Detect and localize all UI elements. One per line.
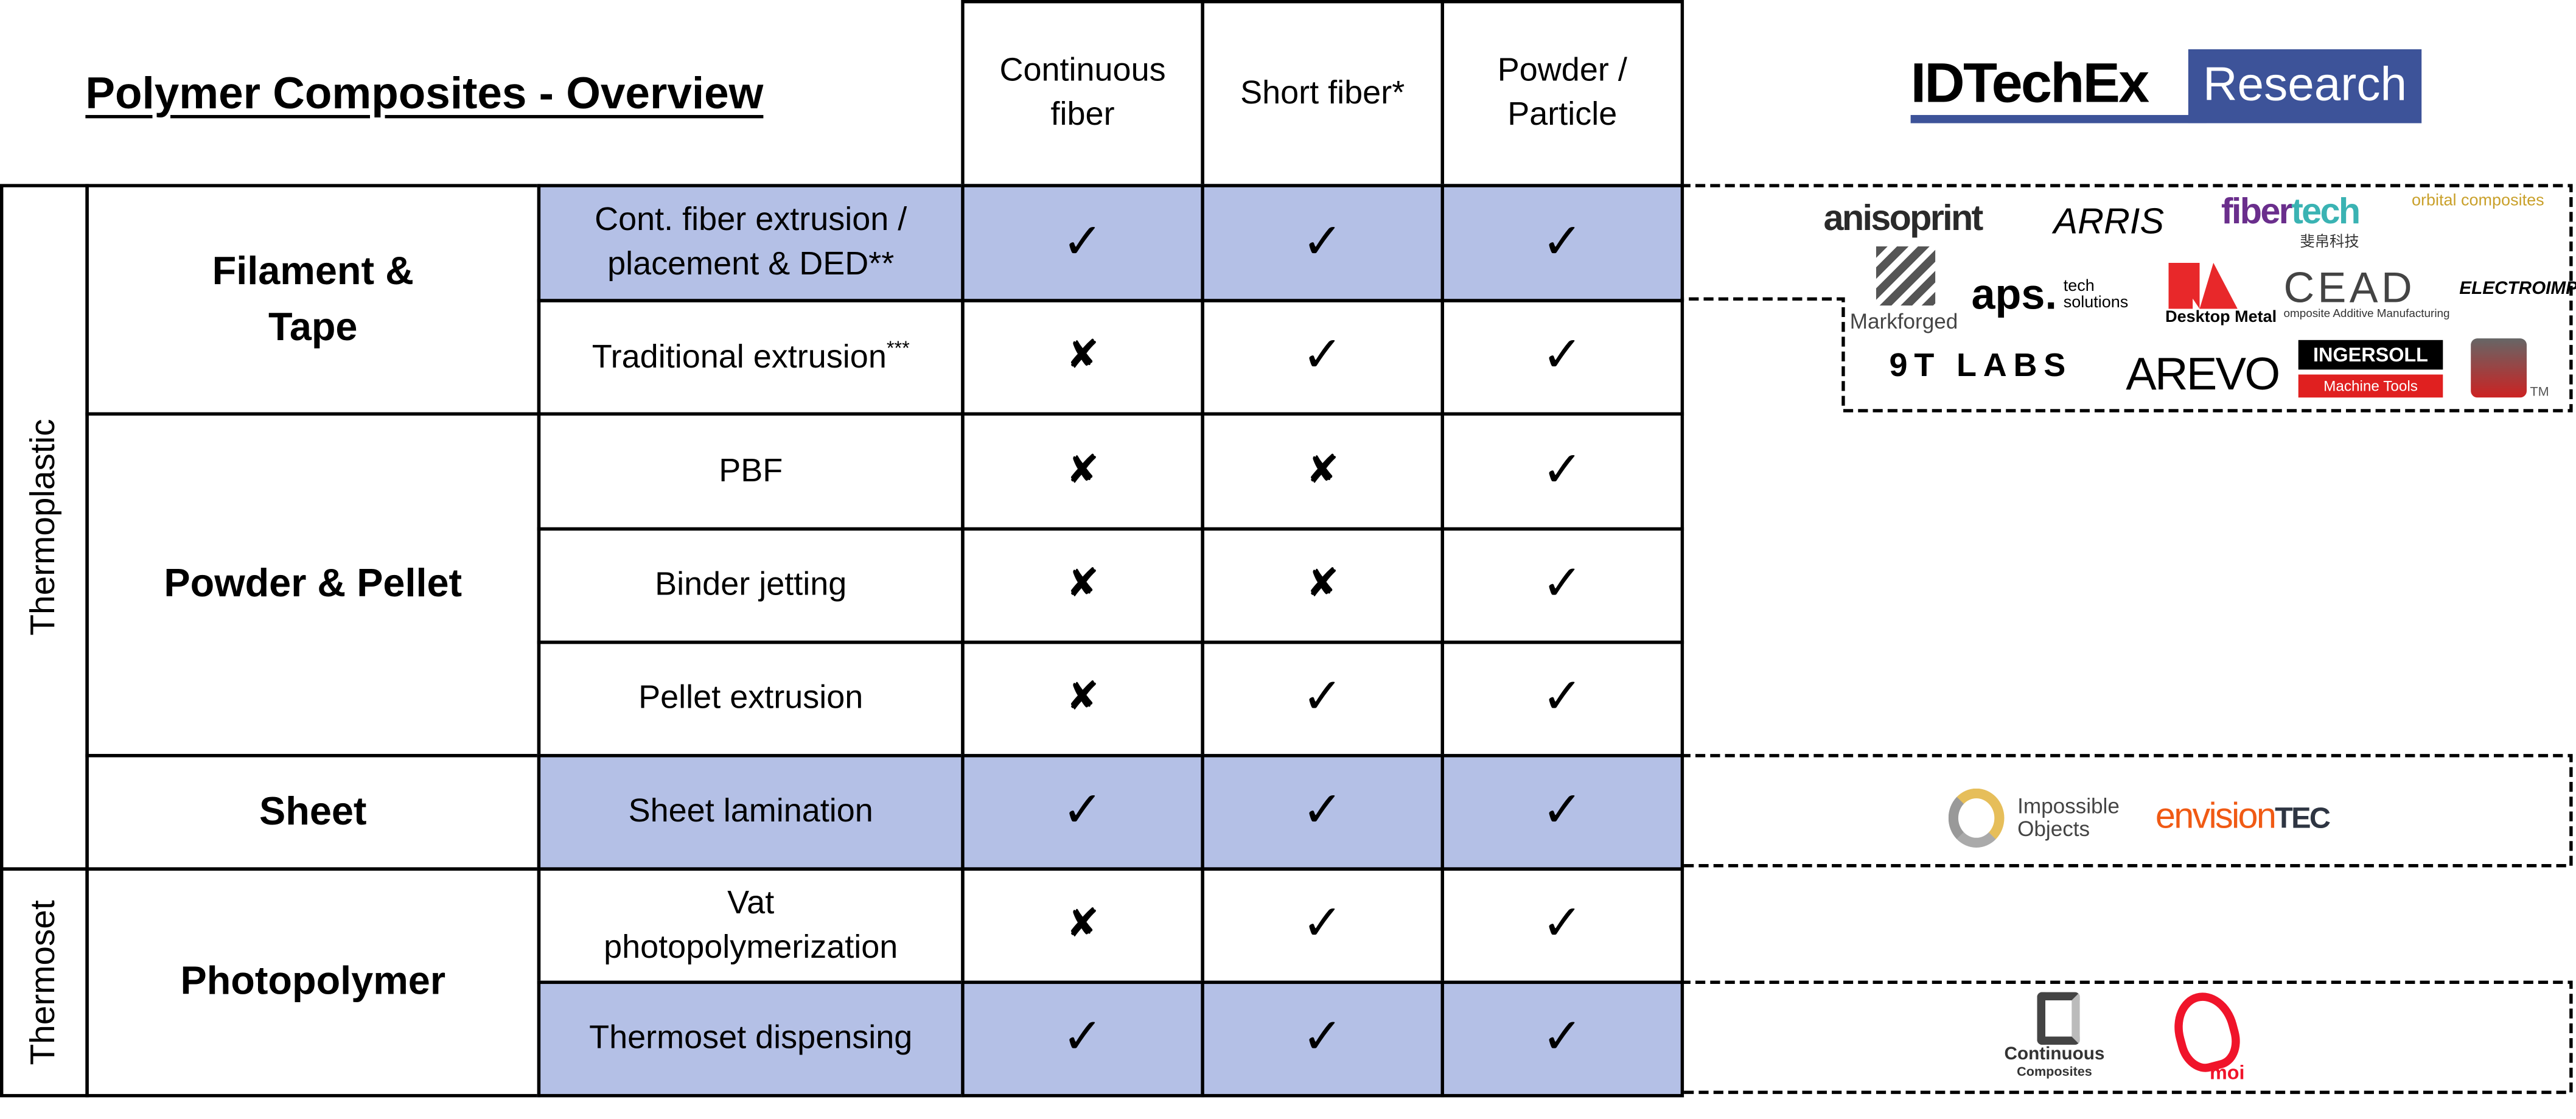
process-text: Traditional extrusion***: [592, 335, 910, 380]
logo-text: Objects: [2017, 815, 2090, 841]
cead-logo: CEAD: [2283, 262, 2416, 312]
check-icon: ✓: [1302, 329, 1344, 383]
process-text: Thermoset dispensing: [589, 1017, 912, 1061]
thermoset-logo-box: [1680, 980, 2573, 1094]
aps-logo: aps.: [1971, 269, 2057, 319]
check-icon: ✓: [1302, 784, 1344, 838]
ingersoll-tagline: Machine Tools: [2298, 374, 2443, 398]
process-label: Vat photopolymerization: [604, 884, 898, 966]
check-icon: ✓: [1541, 214, 1583, 270]
cross-icon: ✘: [1066, 902, 1100, 947]
moi-logo: moi: [2209, 1061, 2245, 1084]
check-icon: ✓: [1302, 1010, 1344, 1065]
markforged-logo: Markforged: [1849, 309, 1958, 334]
category-filament-tape: Filament & Tape: [85, 184, 541, 416]
check-icon: ✓: [1541, 784, 1583, 838]
process-text: Vat photopolymerization: [587, 881, 915, 970]
check-icon: ✓: [1062, 214, 1103, 270]
electroimpact-logo: ELECTROIMPACT: [2459, 279, 2576, 299]
fibertech-logo: fibertech: [2221, 190, 2361, 232]
sheet-logo-box: [1680, 754, 2573, 868]
process-label: Traditional extrusion: [592, 339, 887, 375]
cross-icon: ✘: [1306, 562, 1339, 607]
matrix-cell: ✓: [1440, 754, 1684, 871]
category-label: Filament & Tape: [212, 249, 414, 349]
logo-text: TEC: [2275, 801, 2331, 835]
check-icon: ✓: [1541, 557, 1583, 612]
footnote-marker: **: [868, 246, 895, 283]
process-label: Sheet lamination: [628, 793, 873, 830]
category-label: Photopolymer: [180, 960, 446, 1005]
cross-icon: ✘: [1066, 333, 1100, 378]
category-photopolymer: Photopolymer: [85, 867, 541, 1098]
check-icon: ✓: [1541, 1010, 1583, 1065]
trademark-mark: TM: [2530, 384, 2549, 400]
check-icon: ✓: [1541, 329, 1583, 383]
column-header-label: Short fiber*: [1240, 74, 1405, 111]
process-cell: Thermoset dispensing: [537, 980, 965, 1098]
process-cell: Sheet lamination: [537, 754, 965, 871]
envisiontec-logo: envisionTEC: [2155, 795, 2331, 838]
anisoprint-logo: anisoprint: [1823, 197, 1984, 239]
logo-text: Impossible: [2017, 793, 2120, 818]
cross-icon: ✘: [1066, 675, 1100, 720]
matrix-cell: ✓: [961, 980, 1204, 1098]
fibertech-chinese: 斐帛科技: [2300, 233, 2359, 250]
check-icon: ✓: [1302, 214, 1344, 270]
arris-logo: ARRIS: [2053, 200, 2165, 242]
check-icon: ✓: [1302, 897, 1344, 952]
continuous-composites-icon: [2037, 992, 2080, 1045]
check-icon: ✓: [1062, 1010, 1103, 1065]
logo-text: Continuous: [2004, 1044, 2105, 1065]
check-icon: ✓: [1062, 784, 1103, 838]
column-header-label: Continuous fiber: [999, 52, 1166, 133]
cross-icon: ✘: [1066, 448, 1100, 493]
orbital-composites-logo: orbital composites: [2412, 192, 2544, 211]
cead-tagline: omposite Additive Manufacturing: [2283, 309, 2450, 321]
9t-labs-logo: 9T LABS: [1889, 348, 2073, 385]
process-label: Pellet extrusion: [638, 680, 864, 717]
category-label: Sheet: [259, 789, 367, 834]
process-text: Pellet extrusion: [638, 677, 863, 721]
matrix-cell: ✓: [1440, 980, 1684, 1098]
desktop-metal-logo: Desktop Metal: [2165, 309, 2277, 327]
process-cell: Vat photopolymerization: [537, 867, 965, 985]
process-label: Cont. fiber extrusion / placement & DED: [595, 202, 907, 283]
process-label: Thermoset dispensing: [589, 1020, 913, 1056]
process-text: Binder jetting: [655, 563, 846, 608]
process-text: PBF: [719, 449, 783, 493]
process-label: Binder jetting: [655, 566, 847, 603]
process-cell: Cont. fiber extrusion / placement & DED*…: [537, 184, 965, 302]
process-text: Cont. fiber extrusion / placement & DED*…: [554, 199, 948, 288]
check-icon: ✓: [1302, 671, 1344, 725]
cross-icon: ✘: [1066, 562, 1100, 607]
ingersoll-logo: INGERSOLL: [2298, 340, 2443, 370]
impossible-objects-icon: [1948, 788, 2005, 848]
category-label: Powder & Pellet: [164, 562, 462, 607]
column-header-label: Powder / Particle: [1497, 52, 1627, 133]
process-text: Sheet lamination: [629, 790, 873, 835]
aps-tagline: tech solutions: [2063, 277, 2129, 312]
check-icon: ✓: [1541, 897, 1583, 952]
arevo-logo: AREVO: [2126, 348, 2280, 400]
brand-tag: Research: [2188, 49, 2422, 124]
extrusion-cluster-icon: [2471, 338, 2527, 398]
brand-underline: [1910, 114, 2207, 124]
check-icon: ✓: [1541, 671, 1583, 725]
check-icon: ✓: [1541, 443, 1583, 498]
brand-name: IDTechEx: [1910, 52, 2150, 115]
matrix-cell: ✓: [1201, 184, 1444, 302]
process-label: PBF: [719, 452, 783, 489]
page-title: Polymer Composites - Overview: [85, 69, 764, 119]
logo-text: Composites: [2017, 1064, 2092, 1079]
logo-text: envision: [2155, 795, 2277, 837]
footnote-marker: ***: [886, 336, 910, 360]
cross-icon: ✘: [1306, 448, 1339, 493]
filament-logo-box: [1680, 184, 2573, 413]
markforged-icon: [1876, 246, 1936, 306]
matrix-cell: ✓: [1201, 980, 1444, 1098]
